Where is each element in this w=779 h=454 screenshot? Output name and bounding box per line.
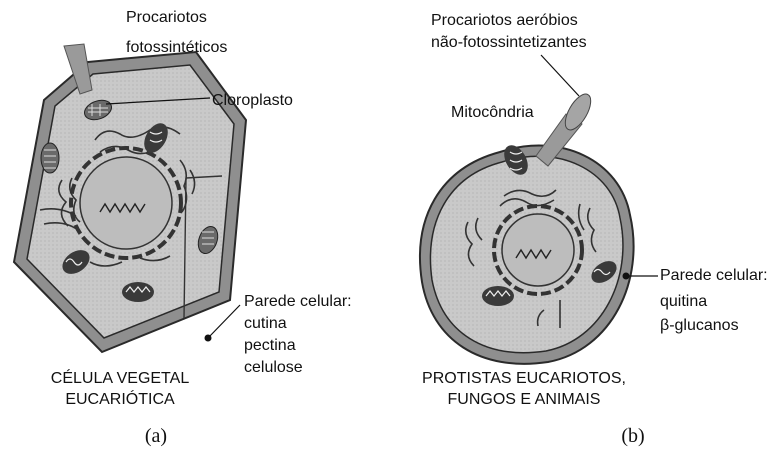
plant-wall-component-2: pectina — [244, 336, 296, 355]
wall-pointer-dot-b — [623, 273, 630, 280]
heterotroph-title-2: FUNGOS E ANIMAIS — [404, 390, 644, 409]
heterotroph-title-1: PROTISTAS EUCARIOTOS, — [404, 369, 644, 388]
chloroplast — [41, 143, 59, 173]
plant-wall-label: Parede celular: — [244, 292, 352, 311]
photosynthetic-source-label-1: Procariotos — [126, 8, 207, 27]
caption-b: (b) — [603, 427, 663, 446]
plant-mitochondrion — [122, 282, 154, 302]
heterotroph-wall-component-2: β-glucanos — [660, 316, 739, 335]
plant-wall-component-3: celulose — [244, 358, 303, 377]
plant-cell-title-1: CÉLULA VEGETAL — [30, 369, 210, 388]
heterotroph-wall-component-1: quitina — [660, 292, 707, 311]
wall-pointer-dot-a — [205, 335, 212, 342]
aerobic-source-label-2: não-fotossintetizantes — [431, 33, 587, 52]
plant-nucleus — [80, 157, 172, 249]
wall-leader-line-a — [208, 305, 240, 338]
photosynthetic-source-label-2: fotossintéticos — [126, 38, 227, 57]
mitochondrion-label: Mitocôndria — [451, 103, 534, 122]
heterotroph-wall-label: Parede celular: — [660, 266, 768, 285]
aerobic-source-label-1: Procariotos aeróbios — [431, 11, 578, 30]
plant-wall-component-1: cutina — [244, 314, 287, 333]
heterotroph-cell — [420, 55, 658, 364]
plant-cell-title-2: EUCARIÓTICA — [30, 390, 210, 409]
aerobic-leader-line — [541, 55, 579, 96]
chloroplast-label: Cloroplasto — [212, 91, 293, 110]
mitochondrion — [482, 286, 514, 306]
heterotroph-nucleus — [502, 214, 574, 286]
caption-a: (a) — [126, 427, 186, 446]
